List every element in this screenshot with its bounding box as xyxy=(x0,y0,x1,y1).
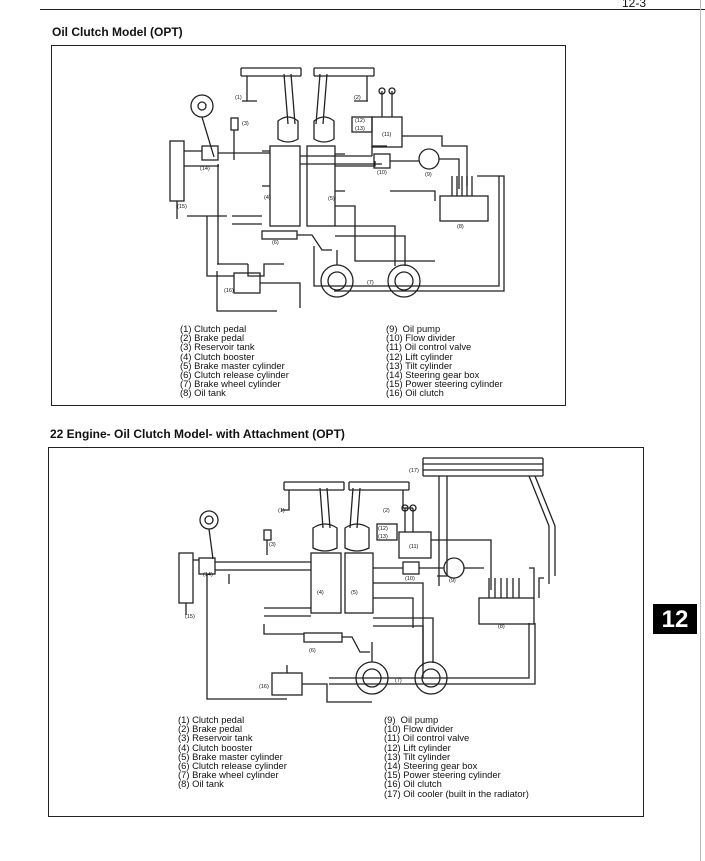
legend-item: (9) Oil pump xyxy=(386,323,441,334)
legend-item: (2) Brake pedal xyxy=(180,332,245,344)
legend-item: (11) Oil control valve xyxy=(386,341,472,353)
legend-item: (9) Oil pump xyxy=(384,714,439,725)
callout: (17) xyxy=(409,468,419,474)
callout: (16) xyxy=(224,288,234,294)
callout: (11) xyxy=(409,544,419,550)
page-edge xyxy=(700,0,701,861)
section1-hydraulic-diagram: (1) (2) (3) (4) (5) (6) (7) (8) (9) (10)… xyxy=(169,67,505,312)
callout: (16) xyxy=(259,684,269,690)
callout: (15) xyxy=(185,614,195,620)
callout: (12) xyxy=(355,118,365,124)
legend-item: (7) Brake wheel cylinder xyxy=(180,378,281,390)
legend-item: (8) Oil tank xyxy=(178,778,224,790)
callout: (1) xyxy=(235,95,242,101)
callout: (5) xyxy=(328,196,335,202)
callout: (7) xyxy=(395,678,402,684)
section1-legend-left: (1) Clutch pedal (2) Brake pedal (3) Res… xyxy=(180,324,289,398)
legend-item: (14) Steering gear box xyxy=(386,369,480,381)
legend-item: (3) Reservoir tank xyxy=(180,341,255,353)
chapter-tab: 12 xyxy=(653,604,697,634)
callout: (7) xyxy=(367,280,374,286)
callout: (6) xyxy=(272,240,279,246)
callout: (8) xyxy=(498,624,505,630)
callout: (1) xyxy=(278,508,285,514)
section2-title: 22 Engine- Oil Clutch Model- with Attach… xyxy=(50,427,345,441)
section2-legend-right: (9) Oil pump (10) Flow divider (11) Oil … xyxy=(384,715,529,798)
callout: (5) xyxy=(351,590,358,596)
legend-item: (14) Steering gear box xyxy=(384,760,478,772)
callout: (3) xyxy=(269,542,276,548)
legend-item: (13) Tilt cylinder xyxy=(386,359,453,371)
legend-item: (10) Flow divider xyxy=(386,332,456,344)
section1-callouts: (1) (2) (3) (4) (5) (6) (7) (8) (9) (10)… xyxy=(177,95,464,294)
legend-item: (1) Clutch pedal xyxy=(178,714,245,725)
legend-item: (6) Clutch release cylinder xyxy=(178,760,287,772)
legend-item: (17) Oil cooler (built in the radiator) xyxy=(384,787,529,799)
legend-item: (4) Clutch booster xyxy=(180,350,255,362)
legend-item: (3) Reservoir tank xyxy=(178,732,253,744)
section2-legend-left: (1) Clutch pedal (2) Brake pedal (3) Res… xyxy=(178,715,287,789)
legend-item: (15) Power steering cylinder xyxy=(384,769,501,781)
callout: (14) xyxy=(203,572,213,578)
callout: (4) xyxy=(264,195,271,201)
section1-diagram-frame: (1) (2) (3) (4) (5) (6) (7) (8) (9) (10)… xyxy=(51,45,566,406)
callout: (13) xyxy=(378,534,388,540)
callout: (11) xyxy=(382,132,392,138)
legend-item: (16) Oil clutch xyxy=(384,778,442,790)
section2-hydraulic-diagram: (1) (2) (3) (4) (5) (6) (7) (8) (9) (10)… xyxy=(178,457,556,703)
legend-item: (1) Clutch pedal xyxy=(180,323,247,334)
legend-item: (12) Lift cylinder xyxy=(384,741,451,753)
callout: (4) xyxy=(317,590,324,596)
legend-item: (5) Brake master cylinder xyxy=(178,750,283,762)
legend-item: (10) Flow divider xyxy=(384,723,454,735)
callout: (12) xyxy=(378,526,388,532)
legend-item: (5) Brake master cylinder xyxy=(180,359,285,371)
header-rule xyxy=(40,9,705,10)
section2-diagram-frame: (1) (2) (3) (4) (5) (6) (7) (8) (9) (10)… xyxy=(48,447,644,817)
legend-item: (13) Tilt cylinder xyxy=(384,750,451,762)
legend-item: (12) Lift cylinder xyxy=(386,350,453,362)
callout: (3) xyxy=(242,121,249,127)
callout: (2) xyxy=(383,508,390,514)
callout: (9) xyxy=(425,172,432,178)
page-number: 12-3 xyxy=(622,0,647,10)
legend-item: (2) Brake pedal xyxy=(178,723,243,735)
callout: (15) xyxy=(177,204,187,210)
legend-item: (7) Brake wheel cylinder xyxy=(178,769,279,781)
legend-item: (6) Clutch release cylinder xyxy=(180,369,289,381)
legend-item: (11) Oil control valve xyxy=(384,732,470,744)
legend-item: (8) Oil tank xyxy=(180,387,226,399)
section2-callouts: (1) (2) (3) (4) (5) (6) (7) (8) (9) (10)… xyxy=(185,468,505,690)
callout: (6) xyxy=(309,648,316,654)
callout: (14) xyxy=(200,166,210,172)
callout: (8) xyxy=(457,224,464,230)
callout: (10) xyxy=(405,576,415,582)
legend-item: (16) Oil clutch xyxy=(386,387,444,399)
callout: (13) xyxy=(355,126,365,132)
section1-legend-right: (9) Oil pump (10) Flow divider (11) Oil … xyxy=(386,324,503,398)
callout: (9) xyxy=(449,578,456,584)
legend-item: (15) Power steering cylinder xyxy=(386,378,503,390)
legend-item: (4) Clutch booster xyxy=(178,741,253,753)
callout: (10) xyxy=(377,170,387,176)
section1-title: Oil Clutch Model (OPT) xyxy=(52,25,183,39)
callout: (2) xyxy=(354,95,361,101)
